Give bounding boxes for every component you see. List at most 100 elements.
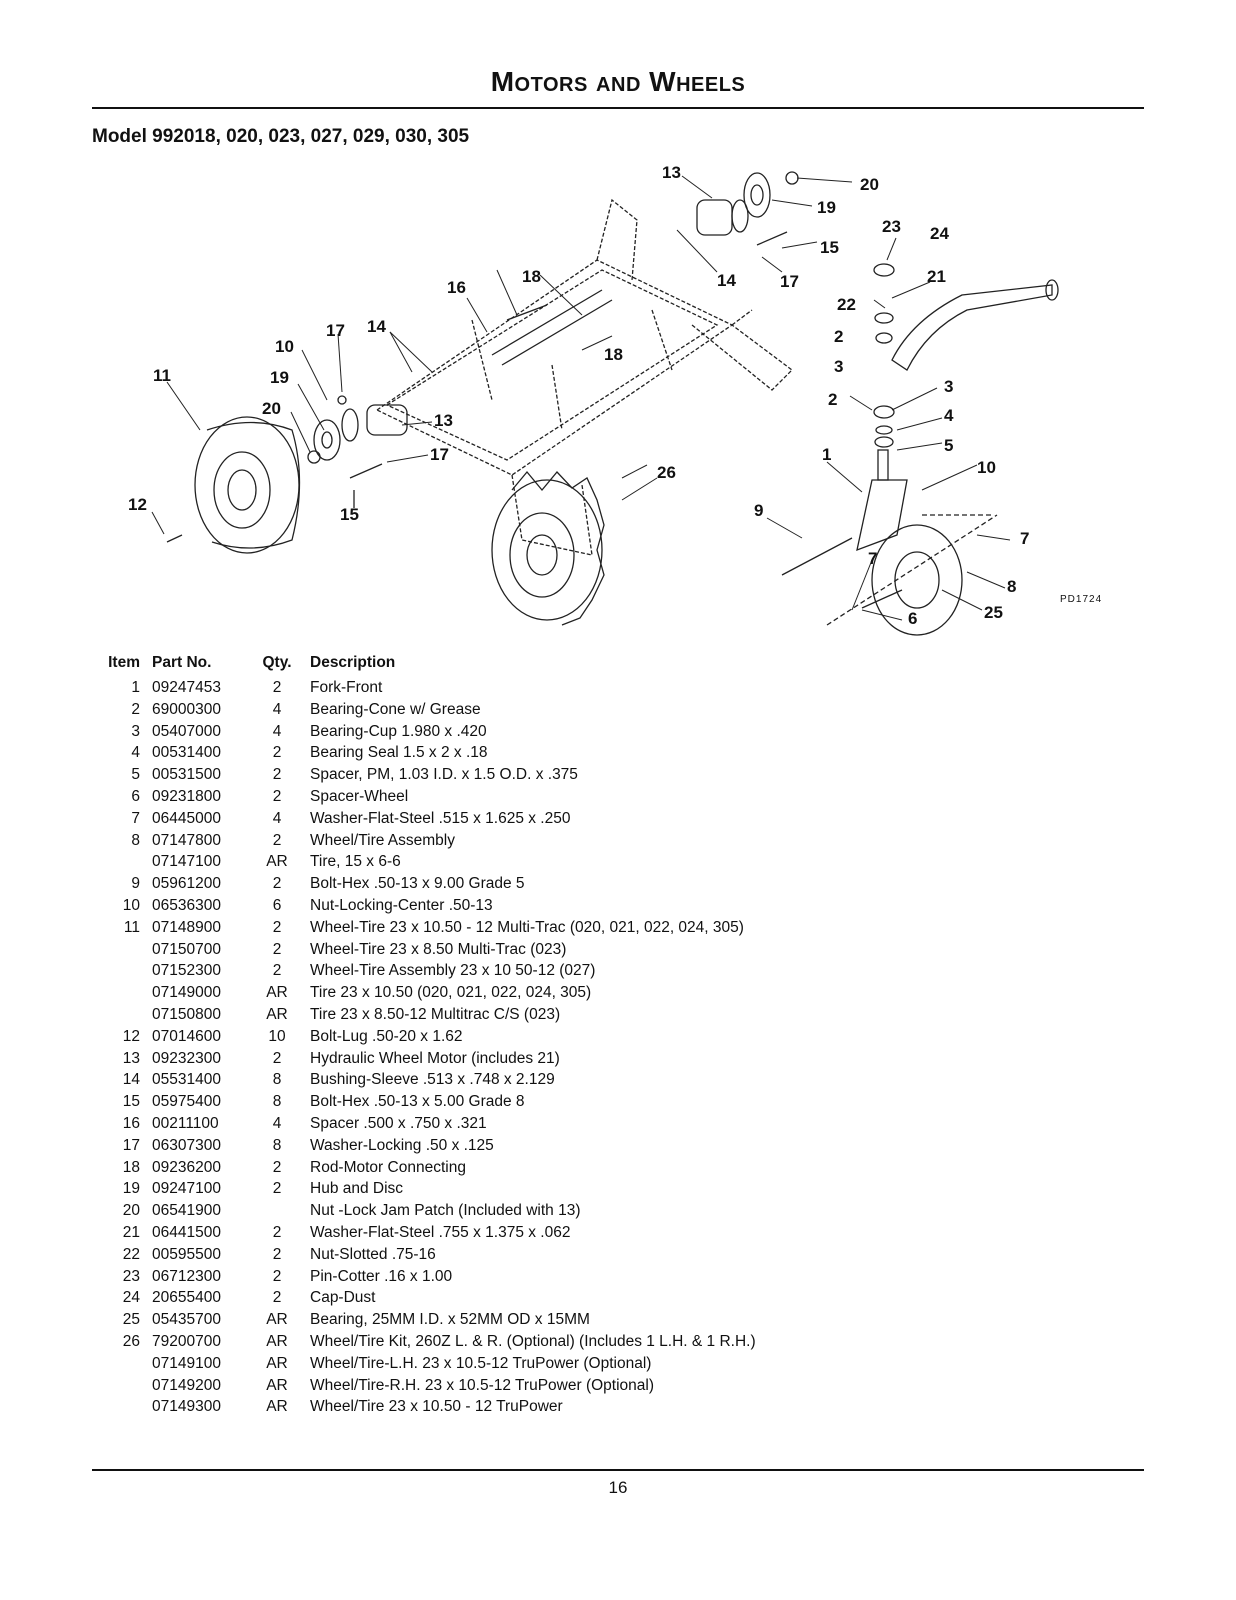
part-no-cell: 05961200 — [152, 875, 221, 893]
item-cell: 9 — [131, 875, 140, 893]
exploded-parts-diagram: 13 20 19 23 24 15 18 16 14 17 21 22 2 17… — [128, 163, 1102, 636]
item-cell: 4 — [131, 744, 140, 762]
item-cell — [92, 982, 152, 1004]
callout-label: 17 — [326, 321, 345, 340]
callout-label: 17 — [430, 445, 449, 464]
qty-cell: 4 — [272, 700, 282, 718]
column-header-qty: Qty. — [262, 654, 292, 671]
description-cell: Washer-Locking .50 x .125 — [310, 1136, 494, 1154]
qty-cell: AR — [266, 984, 288, 1002]
qty-cell: 2 — [272, 1245, 282, 1263]
part-no-cell: 00595500 — [152, 1245, 221, 1263]
qty-cell: 4 — [272, 1114, 282, 1132]
part-no-cell: 07150800 — [152, 1005, 221, 1023]
qty-cell: 2 — [272, 1223, 282, 1241]
item-cell: 2 — [131, 700, 140, 718]
frame-illustration — [375, 198, 793, 556]
callout-label: 1 — [822, 445, 831, 464]
description-cell: Tire, 15 x 6-6 — [310, 853, 401, 871]
column-header-part-no: Part No. — [152, 654, 212, 671]
footer-rule — [92, 1469, 1144, 1471]
item-cell: 16 — [122, 1114, 140, 1132]
callout-label: 3 — [834, 357, 843, 376]
qty-cell: 2 — [272, 1180, 282, 1198]
description-cell: Nut-Slotted .75-16 — [310, 1245, 436, 1263]
qty-cell: 2 — [272, 875, 282, 893]
qty-cell: 2 — [272, 744, 282, 762]
callout-label: 10 — [275, 337, 294, 356]
figure-code: PD1724 — [1060, 594, 1102, 605]
item-cell: 20 — [122, 1202, 140, 1220]
callout-label: 19 — [270, 368, 289, 387]
qty-cell: AR — [266, 1376, 288, 1394]
item-cell — [92, 851, 152, 873]
right-wheel-motor — [696, 171, 799, 246]
qty-cell: 2 — [272, 962, 282, 980]
description-cell: Nut-Locking-Center .50-13 — [310, 896, 493, 914]
qty-cell: 4 — [272, 809, 282, 827]
item-cell: 11 — [123, 918, 140, 936]
qty-cell: 2 — [272, 679, 282, 696]
left-tire — [166, 416, 301, 554]
part-no-cell: 05975400 — [152, 1093, 221, 1111]
description-cell: Spacer .500 x .750 x .321 — [310, 1114, 487, 1132]
qty-cell: 2 — [272, 831, 282, 849]
page-number: 16 — [608, 1478, 628, 1497]
lug-tire — [491, 470, 605, 626]
description-cell: Bolt-Hex .50-13 x 9.00 Grade 5 — [310, 875, 525, 893]
item-cell — [92, 1396, 152, 1418]
qty-cell: AR — [266, 853, 288, 871]
part-no-cell: 09236200 — [152, 1158, 221, 1176]
left-wheel-motor — [307, 395, 408, 508]
qty-cell: 2 — [272, 1158, 282, 1176]
qty-cell: 6 — [272, 896, 282, 914]
callout-label: 20 — [860, 175, 879, 194]
description-cell: Washer-Flat-Steel .755 x 1.375 x .062 — [310, 1223, 571, 1241]
callout-label: 4 — [944, 406, 954, 425]
qty-cell — [250, 1200, 304, 1222]
qty-cell: 2 — [272, 1289, 282, 1307]
callout-label: 19 — [817, 198, 836, 217]
item-cell: 10 — [122, 896, 140, 914]
item-cell: 7 — [131, 809, 140, 827]
caster-assembly — [781, 263, 1059, 636]
item-cell: 26 — [122, 1332, 140, 1350]
callout-label: 12 — [128, 495, 147, 514]
part-no-cell: 05531400 — [152, 1071, 221, 1089]
table-header-row: Item Part No. Qty. Description — [92, 652, 756, 677]
description-cell: Wheel/Tire Assembly — [310, 831, 455, 849]
description-cell: Pin-Cotter .16 x 1.00 — [310, 1267, 453, 1285]
callout-label: 18 — [522, 267, 541, 286]
item-cell: 6 — [131, 787, 140, 805]
page-title: Motors and Wheels — [490, 66, 746, 97]
part-no-cell: 09231800 — [152, 787, 221, 805]
qty-cell: AR — [266, 1354, 288, 1372]
part-no-cell: 09247453 — [152, 679, 221, 696]
description-cell: Tire 23 x 10.50 (020, 021, 022, 024, 305… — [310, 984, 592, 1002]
item-cell — [92, 1353, 152, 1375]
item-cell: 15 — [122, 1093, 140, 1111]
column-header-item: Item — [108, 654, 140, 671]
description-cell: Bearing, 25MM I.D. x 52MM OD x 15MM — [310, 1311, 590, 1329]
callout-label: 15 — [820, 238, 839, 257]
description-cell: Wheel-Tire Assembly 23 x 10 50-12 (027) — [310, 962, 596, 980]
callout-label: 8 — [1007, 577, 1016, 596]
callout-label: 18 — [604, 345, 623, 364]
description-cell: Fork-Front — [310, 679, 383, 696]
part-no-cell: 06541900 — [152, 1202, 221, 1220]
description-cell: Nut -Lock Jam Patch (Included with 13) — [310, 1202, 581, 1220]
